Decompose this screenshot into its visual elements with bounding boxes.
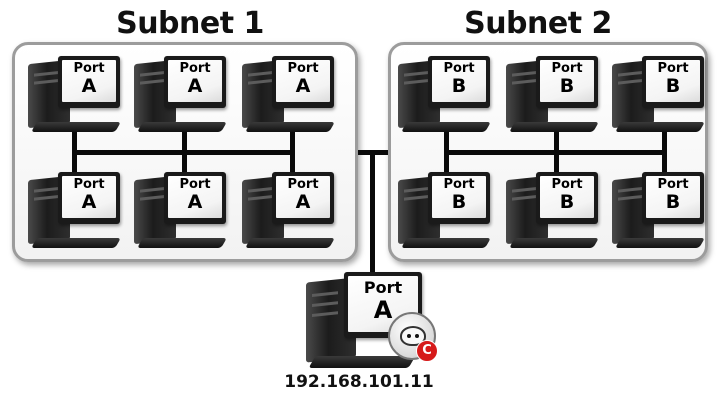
subnet-2-title: Subnet 2	[464, 6, 612, 41]
monitor-icon: Port B	[536, 172, 598, 224]
port-label: Port	[551, 177, 583, 192]
subnet-1-computer: Port A	[242, 56, 338, 136]
port-letter: A	[187, 75, 203, 97]
monitor-icon: Port B	[536, 56, 598, 108]
subnet-2-drop	[662, 128, 667, 178]
port-label: Port	[179, 177, 211, 192]
server-ip-address: 192.168.101.11	[284, 372, 434, 392]
monitor-icon: Port A	[272, 56, 334, 108]
subnet-2-drop	[554, 128, 559, 178]
keyboard-icon	[31, 238, 121, 248]
port-letter: A	[81, 191, 97, 213]
port-letter: A	[81, 75, 97, 97]
keyboard-icon	[615, 238, 705, 248]
monitor-icon: Port A	[58, 172, 120, 224]
subnet-2-computer: Port B	[506, 172, 602, 252]
subnet-1-title: Subnet 1	[116, 6, 264, 41]
port-label: Port	[443, 61, 475, 76]
keyboard-icon	[401, 122, 491, 132]
port-letter: B	[559, 75, 575, 97]
app-mascot-icon: C	[388, 312, 438, 362]
port-letter: A	[295, 191, 311, 213]
port-label: Port	[287, 61, 319, 76]
server-uplink	[370, 150, 375, 285]
monitor-icon: Port A	[272, 172, 334, 224]
keyboard-icon	[31, 122, 121, 132]
subnet-2-computer: Port B	[506, 56, 602, 136]
port-label: Port	[551, 61, 583, 76]
subnet-1-computer: Port A	[28, 172, 124, 252]
port-letter: B	[451, 191, 467, 213]
port-label: Port	[287, 177, 319, 192]
port-label: Port	[657, 177, 689, 192]
subnet-1-drop	[182, 128, 187, 178]
port-label: Port	[657, 61, 689, 76]
subnet-1-computer: Port A	[134, 56, 230, 136]
port-letter: A	[187, 191, 203, 213]
keyboard-icon	[245, 122, 335, 132]
port-letter: B	[451, 75, 467, 97]
monitor-icon: Port B	[642, 56, 704, 108]
port-letter: A	[295, 75, 311, 97]
keyboard-icon	[401, 238, 491, 248]
monitor-icon: Port A	[164, 56, 226, 108]
monitor-icon: Port A	[164, 172, 226, 224]
keyboard-icon	[245, 238, 335, 248]
subnet-1-drop	[72, 128, 77, 178]
subnet-2-computer: Port B	[398, 172, 494, 252]
subnet-1-computer: Port A	[242, 172, 338, 252]
port-label: Port	[179, 61, 211, 76]
keyboard-icon	[308, 356, 416, 368]
keyboard-icon	[509, 122, 599, 132]
subnet-2-computer: Port B	[612, 56, 708, 136]
monitor-icon: Port B	[642, 172, 704, 224]
subnet-2-drop	[444, 128, 449, 178]
port-letter: B	[665, 191, 681, 213]
monitor-icon: Port A	[58, 56, 120, 108]
subnet-1-computer: Port A	[134, 172, 230, 252]
subnet-2-computer: Port B	[612, 172, 708, 252]
monitor-icon: Port B	[428, 172, 490, 224]
keyboard-icon	[137, 122, 227, 132]
subnet-1-computer: Port A	[28, 56, 124, 136]
keyboard-icon	[137, 238, 227, 248]
subnet-2-computer: Port B	[398, 56, 494, 136]
subnet-1-drop	[290, 128, 295, 178]
port-letter: A	[373, 296, 393, 324]
monitor-icon: Port B	[428, 56, 490, 108]
port-label: Port	[73, 177, 105, 192]
port-letter: B	[665, 75, 681, 97]
port-letter: B	[559, 191, 575, 213]
port-label: Port	[73, 61, 105, 76]
c-badge-icon: C	[416, 340, 438, 362]
keyboard-icon	[509, 238, 599, 248]
port-label: Port	[363, 278, 403, 297]
keyboard-icon	[615, 122, 705, 132]
mascot-face-icon	[400, 326, 426, 346]
port-label: Port	[443, 177, 475, 192]
